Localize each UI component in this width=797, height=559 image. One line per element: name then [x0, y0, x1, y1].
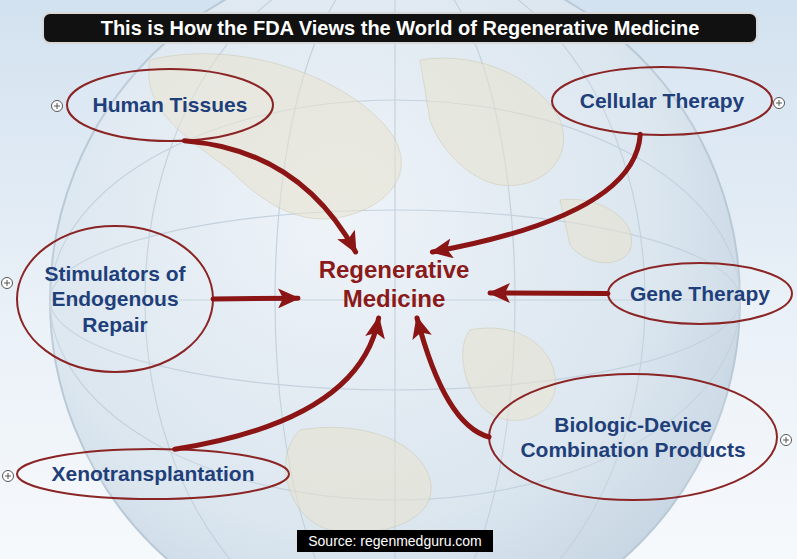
title: This is How the FDA Views the World of R… — [101, 17, 700, 40]
curved-arrow — [184, 141, 355, 252]
curved-arrow — [175, 318, 379, 449]
curved-arrow — [417, 318, 489, 437]
category-ellipse: Stimulators of Endogenous Repair — [16, 225, 214, 373]
category-label: Cellular Therapy — [580, 88, 745, 113]
curved-arrow — [432, 134, 640, 252]
caption: Source: regenmedguru.com — [308, 533, 482, 549]
caption-banner: Source: regenmedguru.com — [297, 530, 493, 552]
expand-symbols — [2, 98, 792, 482]
category-ellipse: Xenotransplantation — [16, 448, 290, 500]
center-node: Regenerative Medicine — [298, 252, 490, 318]
curved-arrow — [490, 290, 608, 296]
curved-arrow — [213, 296, 298, 302]
category-ellipse: Human Tissues — [66, 68, 274, 142]
ellipse-outline — [488, 373, 778, 501]
category-ellipse: Cellular Therapy — [551, 66, 773, 136]
title-banner: This is How the FDA Views the World of R… — [42, 12, 758, 44]
category-ellipse: Gene Therapy — [607, 262, 793, 325]
category-label: Human Tissues — [93, 92, 248, 117]
category-label: Gene Therapy — [630, 281, 770, 306]
category-label: Biologic-Device Combination Products — [502, 412, 764, 462]
category-ellipse: Biologic-Device Combination Products — [488, 373, 778, 501]
center-label: Regenerative Medicine — [299, 256, 489, 314]
category-label: Stimulators of Endogenous Repair — [38, 261, 193, 337]
category-label: Xenotransplantation — [51, 461, 254, 486]
